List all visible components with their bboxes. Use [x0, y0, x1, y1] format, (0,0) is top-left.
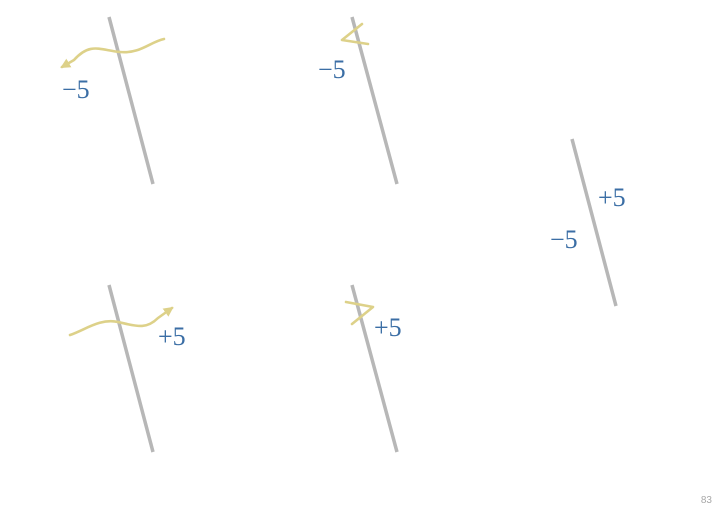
panel-crossing-right-to-left: −5 [60, 16, 166, 185]
zigzag-path [340, 22, 370, 46]
page-number: 83 [701, 495, 713, 506]
right-side-label: +5 [598, 183, 626, 212]
left-side-label: −5 [550, 225, 578, 254]
crossing-label: −5 [318, 55, 346, 84]
boundary-line [350, 16, 399, 185]
boundary-line [350, 284, 399, 453]
crossing-label: −5 [62, 75, 90, 104]
panel-touch-and-return-right: +5 [344, 284, 402, 453]
curve-path-with-arrow [60, 37, 166, 69]
boundary-line [107, 16, 155, 185]
boundary-line [570, 138, 618, 307]
crossing-label: +5 [374, 313, 402, 342]
zigzag-path [344, 300, 375, 326]
panel-touch-and-return-left: −5 [318, 16, 399, 185]
boundary-line [107, 284, 155, 453]
panel-summary: +5 −5 [550, 138, 626, 307]
panel-crossing-left-to-right: +5 [68, 284, 186, 453]
curve-path-with-arrow [68, 306, 174, 337]
crossing-label: +5 [158, 322, 186, 351]
